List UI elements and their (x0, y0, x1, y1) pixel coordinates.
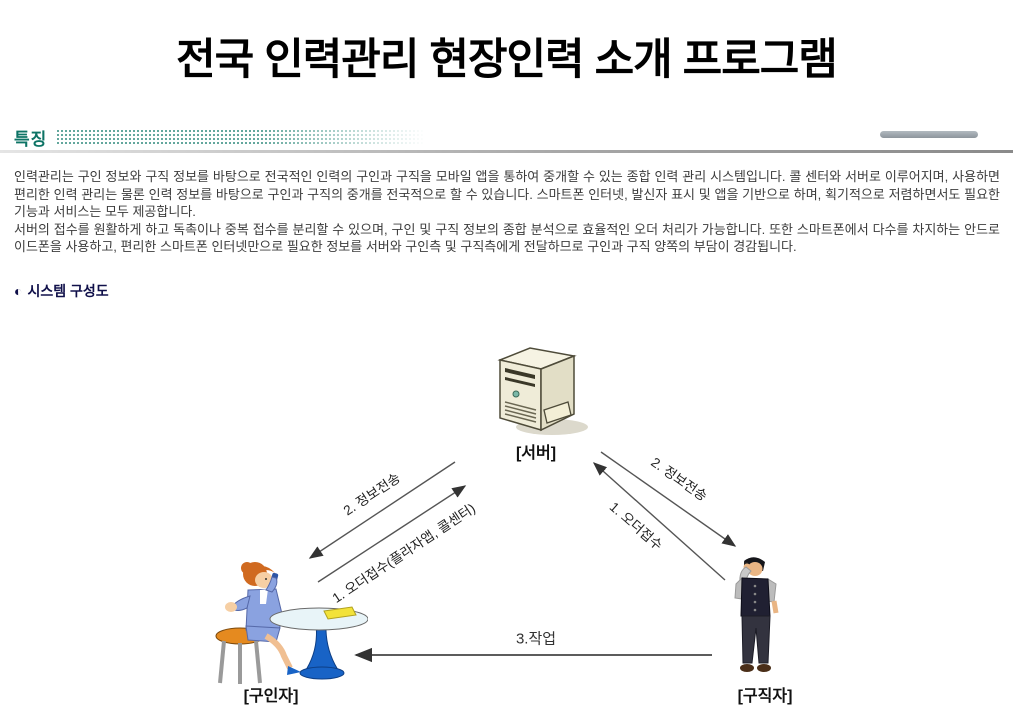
system-diagram-header-label: 시스템 구성도 (27, 283, 109, 299)
arrow-label-work: 3.작업 (515, 630, 557, 648)
jobseeker-label: [구직자] (737, 688, 793, 705)
page-title: 전국 인력관리 현장인력 소개 프로그램 (176, 36, 838, 84)
employer-label: [구인자] (243, 688, 299, 705)
half-circle-bullet-icon: ◐ (14, 283, 23, 299)
features-header: 특징 (14, 130, 48, 149)
features-paragraph-1: 인력관리는 구인 정보와 구직 정보를 바탕으로 전국적인 인력의 구인과 구직… (14, 169, 1000, 220)
server-label: [서버] (515, 445, 557, 462)
arrow-jobseeker-to-server (592, 462, 726, 581)
employer-figure (215, 562, 368, 684)
arrow-server-to-employer (308, 461, 456, 559)
system-diagram: [서버] [구인자] [구직자] 2. 정보전송 1. 오더접수(플라자앱, 콜… (0, 320, 1013, 715)
header-divider-rule (0, 150, 1013, 153)
jobseeker-figure (734, 557, 779, 672)
system-diagram-header: ◐시스템 구성도 (14, 281, 109, 301)
header-accent-bar (880, 131, 978, 138)
features-body: 인력관리는 구인 정보와 구직 정보를 바탕으로 전국적인 인력의 구인과 구직… (14, 168, 1000, 256)
diagram-arrows (308, 451, 737, 663)
arrow-employer-to-server (317, 485, 467, 583)
dotted-pattern-decoration (56, 129, 426, 146)
arrow-server-to-jobseeker (600, 451, 737, 547)
features-paragraph-2: 서버의 접수를 원활하게 하고 독촉이나 중복 접수를 분리할 수 있으며, 구… (14, 221, 1000, 255)
server-icon (497, 347, 588, 435)
